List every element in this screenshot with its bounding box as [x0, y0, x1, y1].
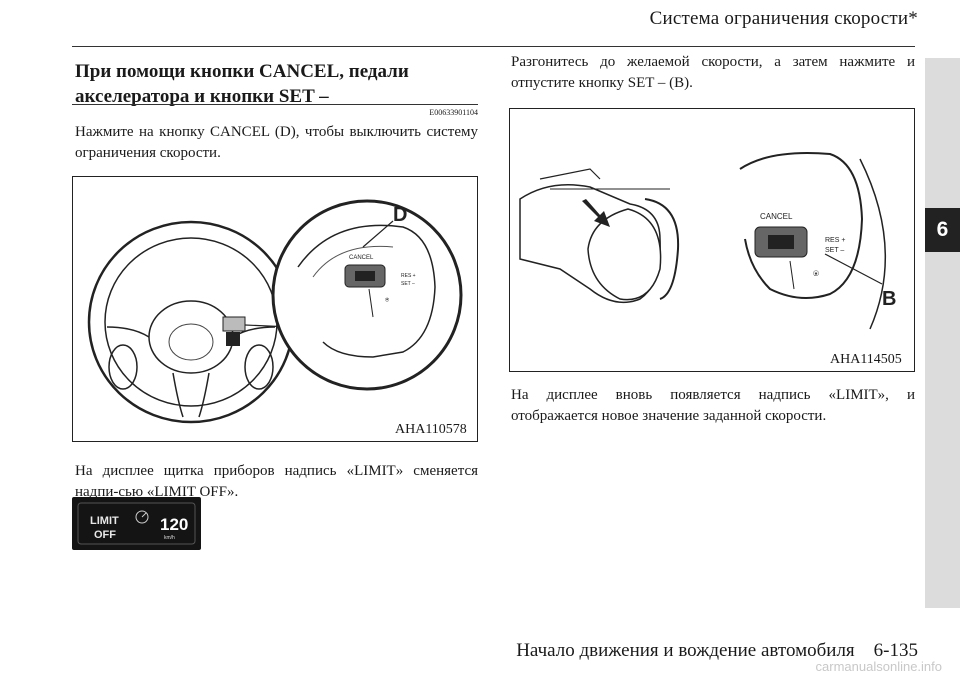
res-button-label-fig2: RES +: [825, 237, 845, 244]
accelerator-set-illustration: CANCEL RES + SET – ⍟ B: [519, 152, 896, 330]
set-button-label-fig1: SET –: [401, 281, 415, 287]
display-speed-value: 120: [160, 515, 188, 534]
display-speed-unit: km/h: [164, 535, 175, 541]
section-title-line1: При помощи кнопки CANCEL, педали: [75, 61, 409, 82]
chapter-number-tab: 6: [925, 208, 960, 252]
instrument-display-limit-off: LIMIT OFF 120 km/h: [72, 497, 201, 550]
figure2-label: AHA114505: [830, 352, 902, 367]
cancel-button-label-fig1: CANCEL: [349, 255, 374, 261]
chapter-side-tab: [925, 58, 960, 608]
res-button-label-fig1: RES +: [401, 273, 416, 279]
paragraph-cancel-instruction: Нажмите на кнопку CANCEL (D), чтобы выкл…: [75, 124, 478, 161]
speed-limiter-icon: [135, 510, 149, 524]
steering-wheel-illustration: CANCEL RES + SET – ⍟ D: [87, 199, 463, 424]
callout-d: D: [393, 204, 407, 226]
section-title-line2: акселератора и кнопки SET –: [75, 86, 329, 107]
paragraph-set-instruction: Разгонитесь до желаемой скорости, а зате…: [511, 54, 915, 91]
limiter-icon-fig2: ⍟: [813, 269, 819, 280]
figure1-label: AHA110578: [395, 422, 467, 437]
watermark: carmanualsonline.info: [815, 659, 942, 674]
set-button-label-fig2: SET –: [825, 247, 844, 254]
section-code: E00633901104: [429, 108, 478, 117]
section-title: При помощи кнопки CANCEL, педали акселер…: [75, 59, 480, 109]
figure-steering-wheel-cancel: CANCEL RES + SET – ⍟ D: [72, 176, 478, 442]
cancel-button-label-fig2: CANCEL: [760, 212, 793, 221]
limiter-icon-fig1: ⍟: [385, 297, 390, 304]
page-footer: Начало движения и вождение автомобиля 6-…: [516, 640, 918, 661]
figure-accelerator-set: CANCEL RES + SET – ⍟ B: [509, 108, 915, 372]
page-header-title: Система ограничения скорости*: [649, 8, 918, 29]
callout-b: B: [882, 288, 896, 310]
display-off-text: OFF: [94, 529, 116, 541]
display-limit-text: LIMIT: [90, 515, 119, 527]
paragraph-limit-off: На дисплее щитка приборов надпись «LIMIT…: [75, 463, 478, 500]
header-rule: [72, 46, 915, 47]
section-rule: [72, 104, 478, 105]
paragraph-limit-reappears: На дисплее вновь появляется надпись «LIM…: [511, 387, 915, 424]
